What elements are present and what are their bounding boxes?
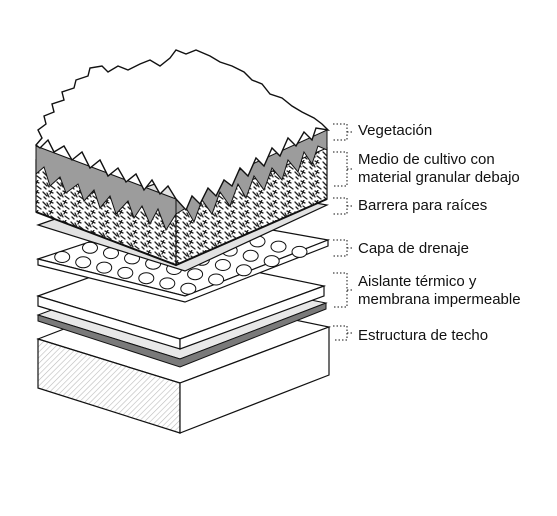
membrane-edge	[37, 302, 327, 368]
drainage-cup	[263, 255, 280, 268]
label-growing-medium: Medio de cultivo con material granular d…	[358, 151, 520, 186]
drainage-cup	[214, 259, 231, 271]
layer-vegetation	[34, 49, 331, 232]
vegetation-top	[34, 49, 331, 212]
drainage-cup	[75, 256, 92, 269]
label-insulation-membrane: Aislante térmico y membrana impermeable	[358, 273, 521, 308]
leader-bracket	[333, 272, 353, 308]
leader-lines	[333, 123, 353, 341]
drainage-cup	[242, 249, 259, 262]
insulation-side	[179, 285, 325, 350]
leader-bracket	[333, 123, 353, 141]
drainage-cup	[187, 268, 204, 281]
vegetation-side-right	[175, 129, 328, 224]
drainage-edge	[37, 239, 329, 303]
label-vegetation: Vegetación	[358, 122, 433, 139]
drainage-cup	[235, 264, 252, 277]
drainage-cup	[208, 273, 225, 286]
label-drainage-layer: Capa de drenaje	[358, 240, 469, 257]
drainage-cup	[291, 245, 308, 258]
leader-bracket	[333, 151, 353, 187]
leader-bracket	[333, 239, 353, 257]
vegetation-side-left	[35, 145, 177, 232]
leader-bracket	[333, 325, 353, 341]
drainage-cup	[82, 241, 98, 254]
growing-medium-base	[35, 198, 328, 267]
drainage-cup	[159, 277, 176, 290]
leader-bracket	[333, 197, 353, 215]
drainage-cup	[138, 272, 155, 285]
drainage-cup	[54, 251, 71, 263]
drainage-cup	[270, 240, 287, 253]
drainage-cup	[180, 282, 197, 295]
label-root-barrier: Barrera para raíces	[358, 197, 488, 214]
drainage-cup	[117, 266, 134, 279]
roof-structure-side	[179, 326, 330, 434]
label-roof-structure: Estructura de techo	[358, 327, 489, 344]
drainage-cup	[96, 261, 113, 274]
